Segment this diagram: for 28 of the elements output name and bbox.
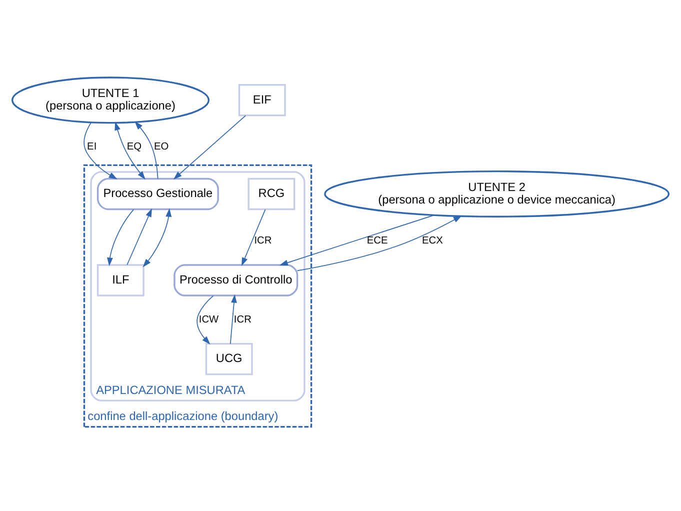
- edge-label: EI: [87, 142, 97, 153]
- arrow: [134, 121, 158, 180]
- arrow: [173, 115, 246, 180]
- edge-label: EO: [154, 142, 169, 153]
- arrow: [279, 214, 434, 266]
- arrow: [107, 209, 134, 266]
- node-box: UCG: [205, 342, 253, 376]
- node-box: ILF: [96, 264, 144, 296]
- arrow: [296, 216, 462, 272]
- arrow: [242, 209, 266, 266]
- node-ellipse: UTENTE 2 (persona o applicazione o device meccanica): [324, 170, 670, 218]
- node-box: Processo di Controllo: [174, 264, 298, 296]
- arrow: [196, 295, 214, 344]
- arrow: [114, 122, 146, 180]
- arrow: [126, 208, 152, 266]
- edge-label: EQ: [126, 142, 142, 153]
- node-box: EIF: [238, 84, 286, 116]
- node-ellipse: UTENTE 1 (persona o applicazione): [11, 76, 210, 124]
- arrow: [84, 122, 118, 180]
- node-box: RCG: [248, 178, 296, 210]
- node-box: Processo Gestionale: [96, 178, 219, 210]
- edge-label: ICW: [198, 314, 219, 326]
- arrow: [230, 294, 237, 344]
- edge-label: ICR: [254, 236, 272, 247]
- edge-label: ECE: [366, 236, 388, 247]
- arrow: [142, 208, 172, 268]
- edge-label: ECX: [422, 236, 443, 247]
- edge-label: ICR: [234, 314, 252, 326]
